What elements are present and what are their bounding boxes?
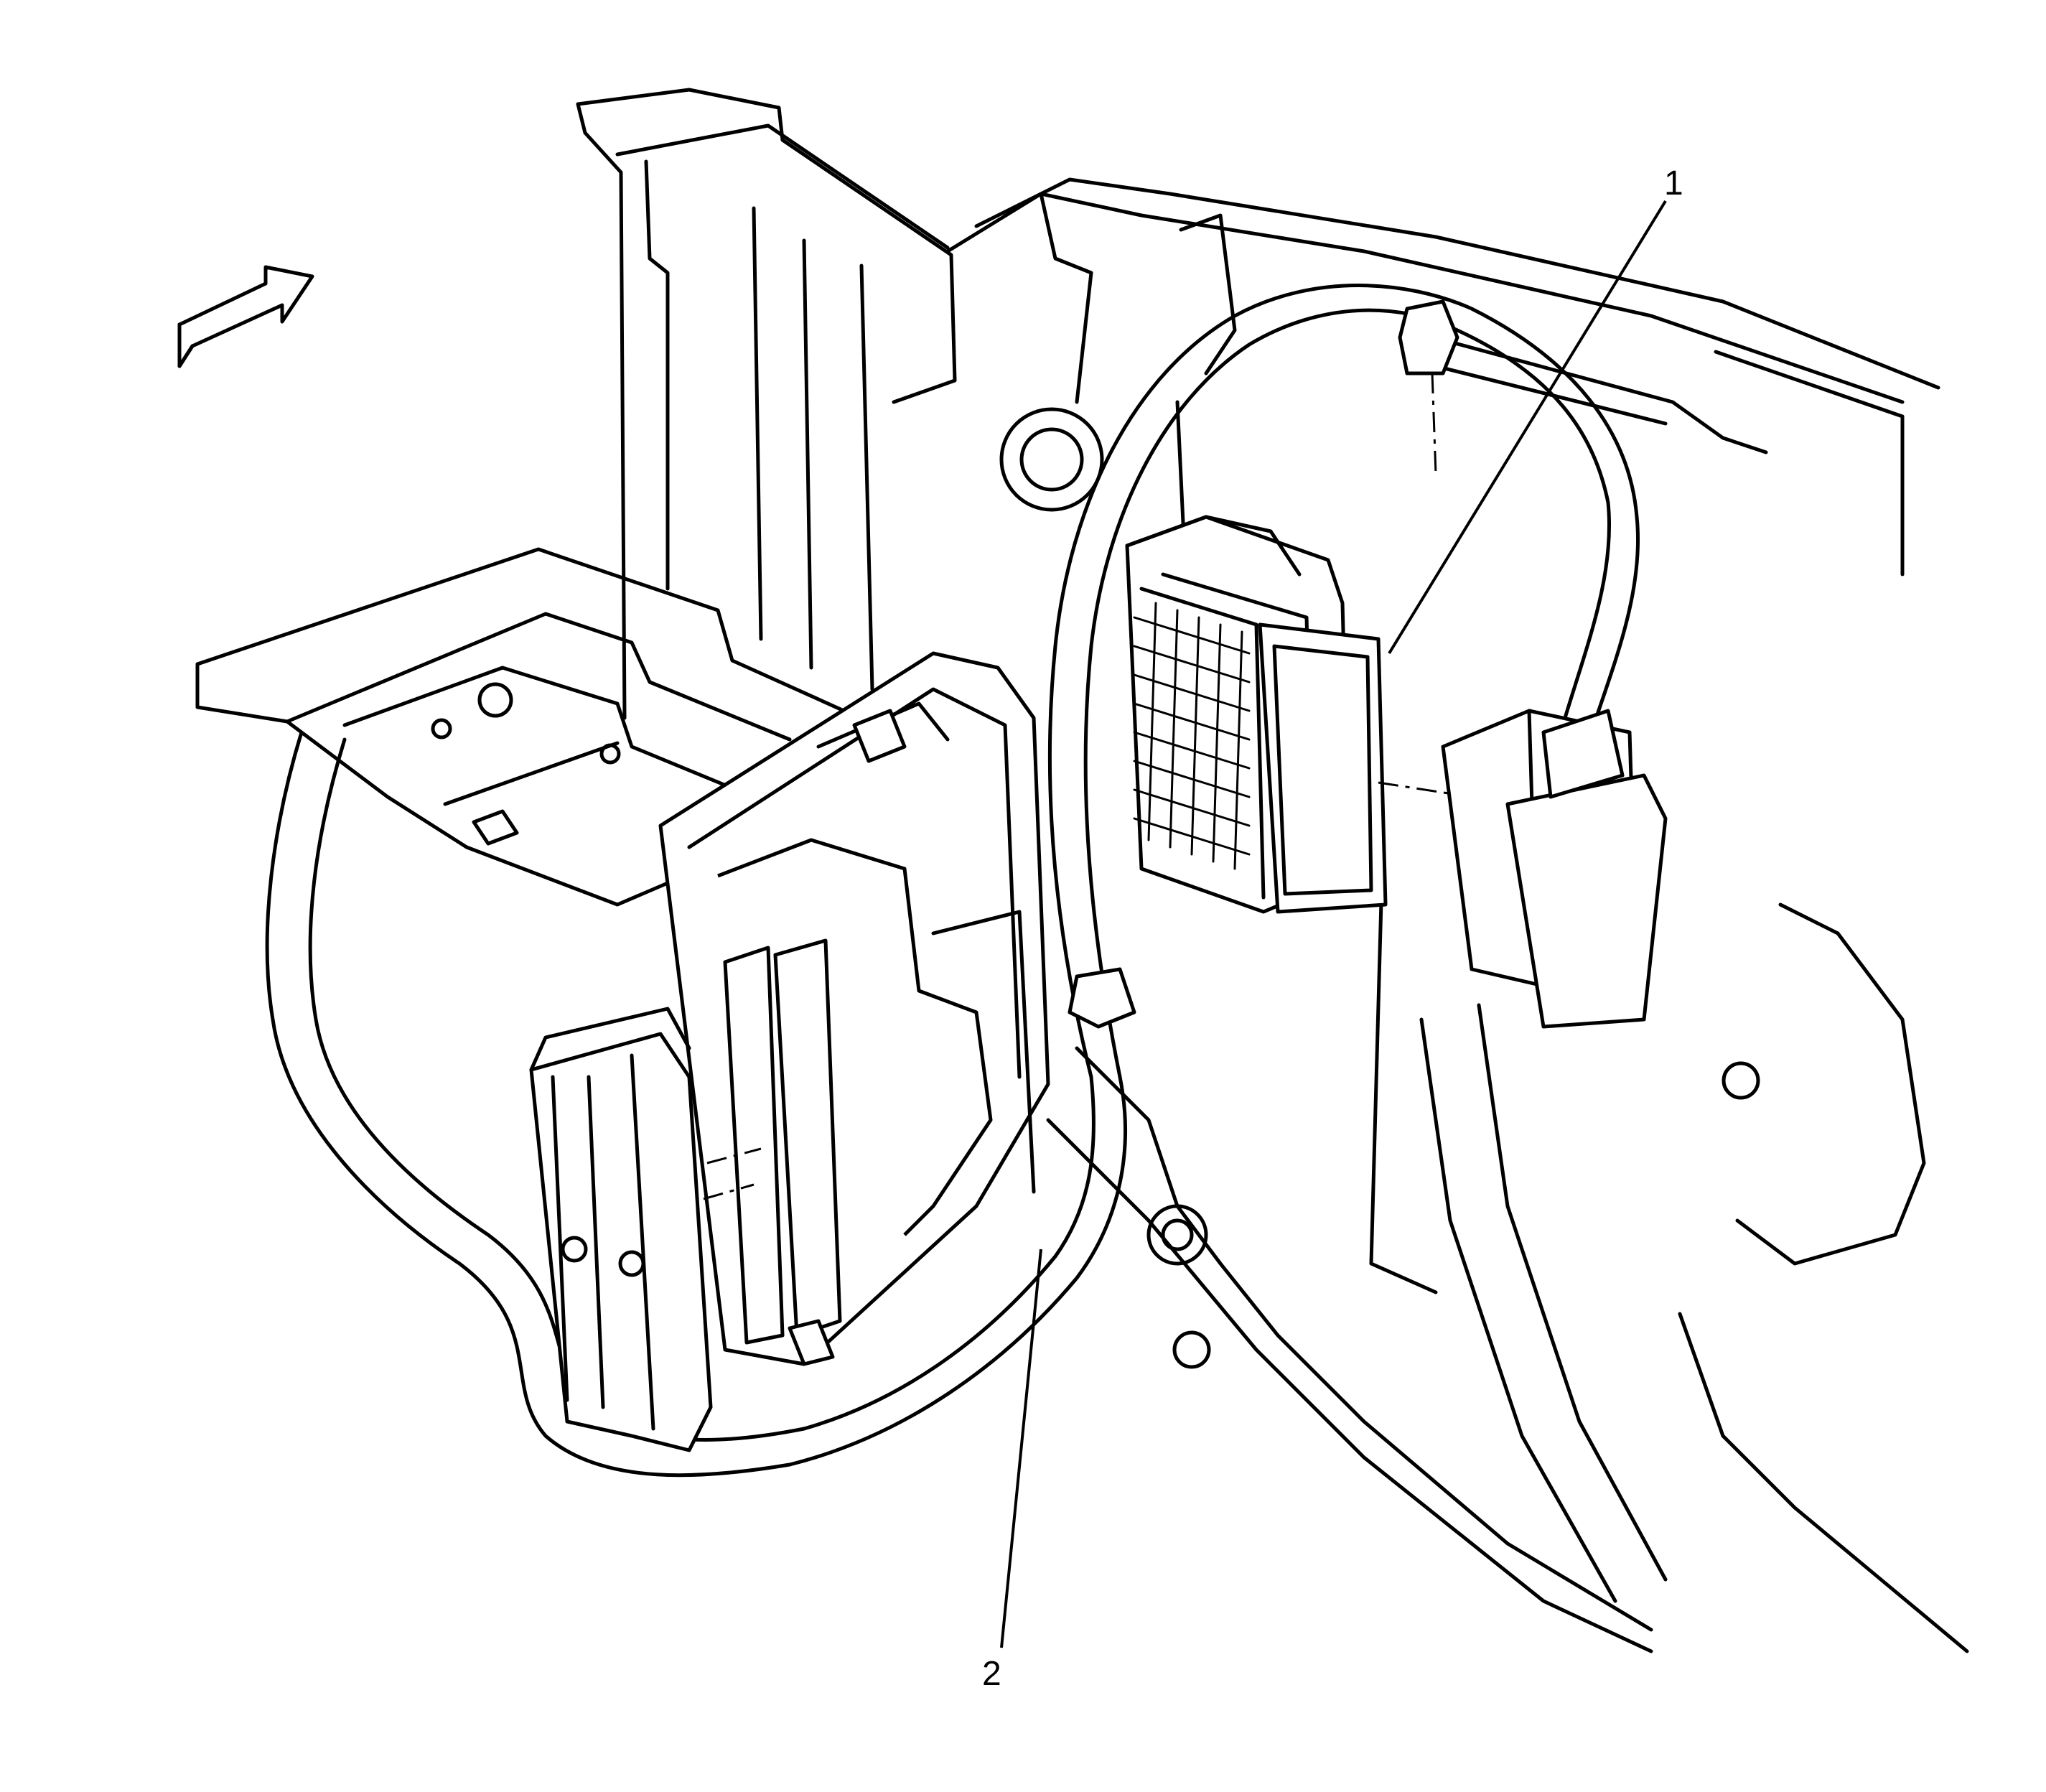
forward-direction-arrow-icon xyxy=(177,265,314,368)
callout-2-label: 2 xyxy=(982,1655,1001,1693)
engine-control-module xyxy=(658,651,1050,1366)
wiring-harness-upper xyxy=(1047,284,1768,1079)
callout-1-label: 1 xyxy=(1664,164,1683,202)
connector-right xyxy=(1441,709,1668,1029)
callout-leaders xyxy=(1000,200,1667,1648)
harness-clip xyxy=(1068,299,1459,1029)
connector-1 xyxy=(1125,515,1472,914)
connector-1-pin-grid xyxy=(1133,602,1251,870)
callout-1-leader xyxy=(1388,200,1667,655)
callout-2-leader xyxy=(1000,1249,1042,1648)
connector-2 xyxy=(529,1007,762,1452)
